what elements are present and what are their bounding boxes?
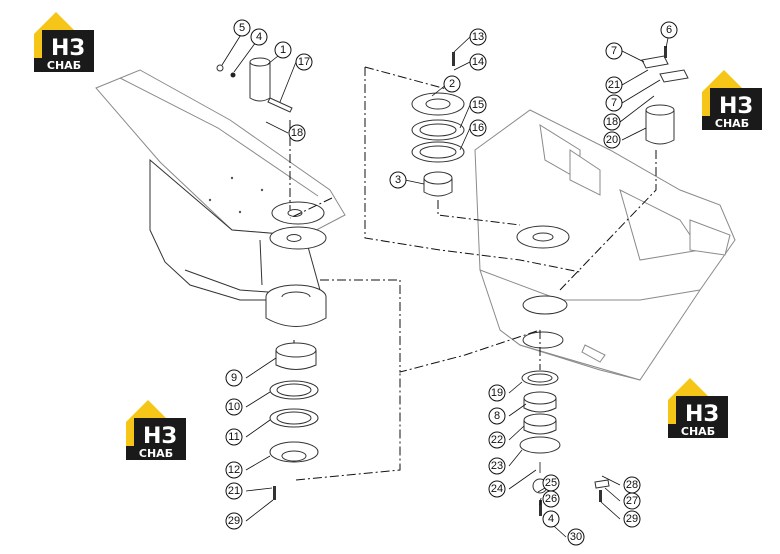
watermark-logo-top-left: НЗ СНАБ xyxy=(34,12,94,72)
svg-text:14: 14 xyxy=(472,56,484,68)
callout-9: 9 xyxy=(225,369,243,387)
svg-text:19: 19 xyxy=(491,387,503,399)
svg-text:4: 4 xyxy=(548,513,554,525)
callout-21-left: 21 xyxy=(225,482,243,500)
pin-20-plate-7 xyxy=(641,55,689,145)
svg-text:20: 20 xyxy=(606,134,618,146)
callout-21-right: 21 xyxy=(605,76,623,94)
watermark-logo-mid-left: НЗ СНАБ xyxy=(126,400,186,460)
callout-16: 16 xyxy=(469,119,487,137)
svg-text:17: 17 xyxy=(298,56,310,68)
svg-text:7: 7 xyxy=(611,45,617,57)
callout-20: 20 xyxy=(603,131,621,149)
callout-10: 10 xyxy=(225,398,243,416)
svg-text:24: 24 xyxy=(491,483,503,495)
callout-3: 3 xyxy=(389,171,407,189)
bolt-5-washer-4 xyxy=(216,64,236,78)
callout-1: 1 xyxy=(274,41,292,59)
svg-text:13: 13 xyxy=(472,31,484,43)
callout-12: 12 xyxy=(225,461,243,479)
callout-15: 15 xyxy=(469,96,487,114)
callout-7-lower: 7 xyxy=(605,94,623,112)
left-frame xyxy=(95,69,346,327)
svg-text:10: 10 xyxy=(228,401,240,413)
svg-text:15: 15 xyxy=(472,99,484,111)
callout-13: 13 xyxy=(469,28,487,46)
bolt-17 xyxy=(267,97,293,113)
svg-text:НЗ: НЗ xyxy=(143,424,177,449)
callout-8: 8 xyxy=(488,407,506,425)
svg-text:НЗ: НЗ xyxy=(685,402,719,427)
callout-19: 19 xyxy=(488,384,506,402)
svg-text:23: 23 xyxy=(491,460,503,472)
svg-text:6: 6 xyxy=(666,24,672,36)
svg-text:НЗ: НЗ xyxy=(51,36,85,61)
svg-text:16: 16 xyxy=(472,122,484,134)
svg-text:21: 21 xyxy=(228,485,240,497)
callout-2: 2 xyxy=(443,75,461,93)
svg-text:4: 4 xyxy=(256,31,262,43)
callout-11: 11 xyxy=(225,428,243,446)
svg-text:1: 1 xyxy=(280,44,286,56)
rings-19-8-22-plate-23 xyxy=(519,370,561,454)
svg-text:9: 9 xyxy=(231,372,237,384)
callout-17: 17 xyxy=(295,53,313,71)
bushing-9-shims-10-11-flange-12 xyxy=(269,342,319,463)
callout-27: 27 xyxy=(623,492,641,510)
callout-5: 5 xyxy=(233,19,251,37)
svg-text:26: 26 xyxy=(545,493,557,505)
svg-text:7: 7 xyxy=(611,97,617,109)
callout-23: 23 xyxy=(488,457,506,475)
callout-24: 24 xyxy=(488,480,506,498)
svg-text:25: 25 xyxy=(545,477,557,489)
svg-text:29: 29 xyxy=(228,515,240,527)
callout-29-left: 29 xyxy=(225,512,243,530)
svg-text:3: 3 xyxy=(395,174,401,186)
callout-18-left: 18 xyxy=(288,124,306,142)
svg-text:18: 18 xyxy=(291,127,303,139)
svg-text:29: 29 xyxy=(626,513,638,525)
pin-1 xyxy=(249,57,271,102)
callout-18-right: 18 xyxy=(603,113,621,131)
svg-text:СНАБ: СНАБ xyxy=(139,447,173,460)
svg-text:11: 11 xyxy=(228,431,239,443)
svg-text:22: 22 xyxy=(491,434,503,446)
callout-7-upper: 7 xyxy=(605,42,623,60)
svg-text:30: 30 xyxy=(570,531,582,543)
watermark-logo-mid-right: НЗ СНАБ xyxy=(668,378,728,438)
svg-text:8: 8 xyxy=(494,410,500,422)
callout-4: 4 xyxy=(250,28,268,46)
callout-29-right: 29 xyxy=(623,510,641,528)
svg-text:2: 2 xyxy=(449,78,455,90)
svg-text:12: 12 xyxy=(228,464,240,476)
svg-text:18: 18 xyxy=(606,116,618,128)
callout-22: 22 xyxy=(488,431,506,449)
flange-2-shims-15-16 xyxy=(411,92,465,163)
svg-text:СНАБ: СНАБ xyxy=(715,117,749,130)
callout-6: 6 xyxy=(660,21,678,39)
callout-25: 25 xyxy=(542,474,560,492)
right-frame xyxy=(474,109,736,381)
assembly-lines xyxy=(289,66,657,481)
callout-14: 14 xyxy=(469,53,487,71)
svg-text:СНАБ: СНАБ xyxy=(681,425,715,438)
leader-lines xyxy=(221,32,670,538)
svg-text:27: 27 xyxy=(626,495,638,507)
svg-text:НЗ: НЗ xyxy=(719,94,753,119)
svg-text:28: 28 xyxy=(626,479,638,491)
svg-text:5: 5 xyxy=(239,22,245,34)
svg-text:СНАБ: СНАБ xyxy=(47,59,81,72)
watermark-logo-top-right: НЗ СНАБ xyxy=(702,70,762,130)
svg-text:21: 21 xyxy=(608,79,620,91)
callout-4-lower: 4 xyxy=(542,510,560,528)
callout-28: 28 xyxy=(623,476,641,494)
callout-30: 30 xyxy=(567,528,585,546)
callout-26: 26 xyxy=(542,490,560,508)
bushing-3 xyxy=(423,171,453,197)
